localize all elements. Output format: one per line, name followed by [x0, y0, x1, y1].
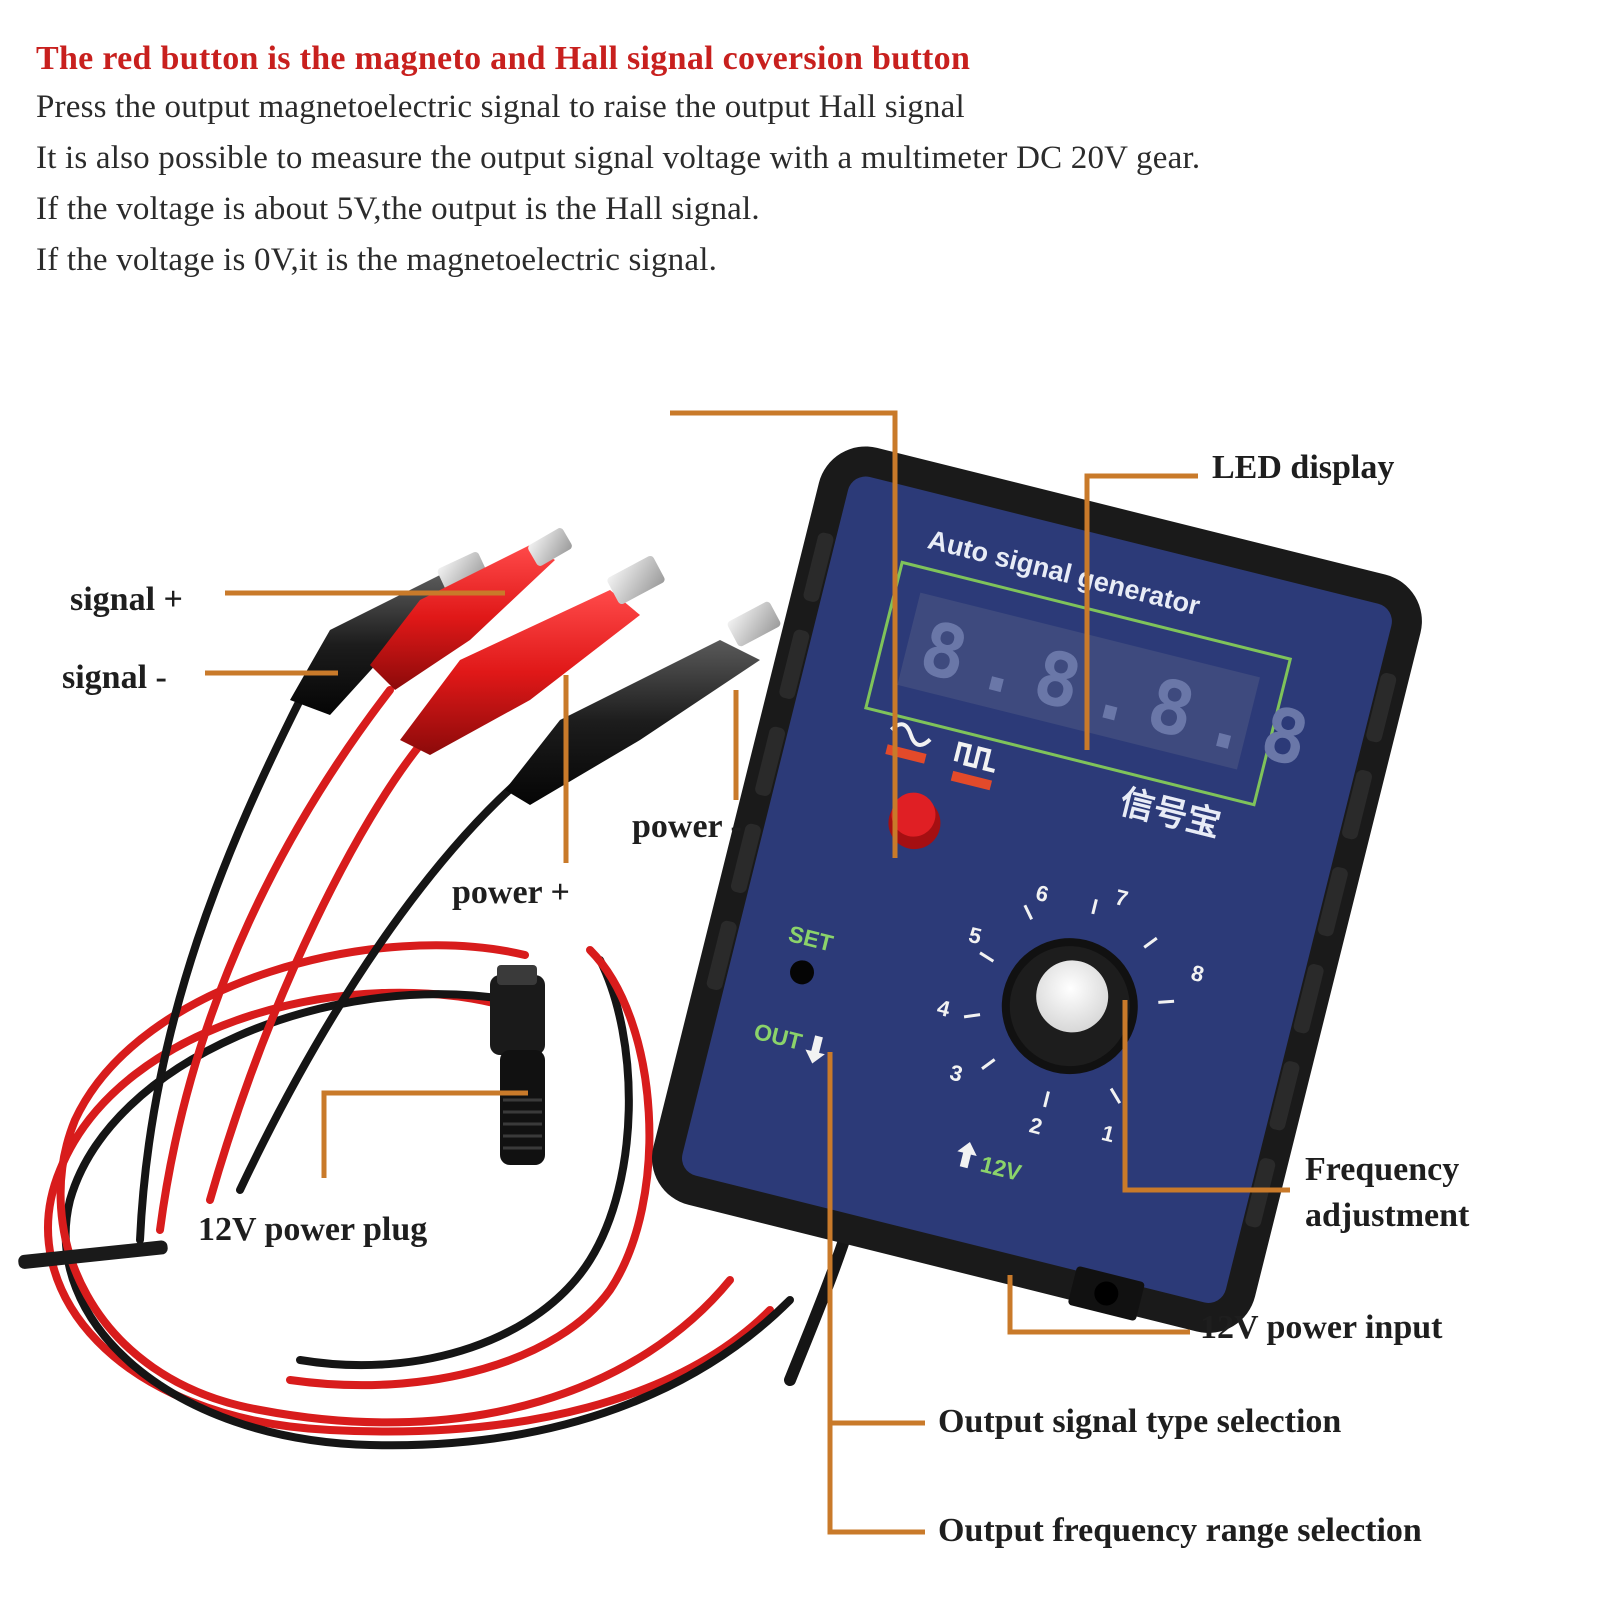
- label-signal-minus: signal -: [62, 659, 167, 696]
- led-display-screen: [897, 592, 1260, 770]
- label-power-input: 12V power input: [1200, 1309, 1443, 1346]
- label-frequency-line1: Frequency: [1305, 1151, 1459, 1188]
- intro-text: The red button is the magneto and Hall s…: [36, 36, 1536, 286]
- dial-number-8: 8: [1189, 960, 1207, 987]
- intro-line-1: Press the output magnetoelectric signal …: [36, 89, 965, 125]
- dial-number-3: 3: [947, 1060, 965, 1087]
- square-wave-icon: [950, 741, 995, 791]
- arrow-down-icon: [805, 1035, 825, 1064]
- dial-number-7: 7: [1113, 884, 1131, 911]
- dial-number-5: 5: [966, 922, 984, 949]
- cable-bundle: [18, 686, 866, 1450]
- headline: The red button is the magneto and Hall s…: [36, 40, 971, 77]
- label-signal-type: Output signal type selection: [938, 1403, 1341, 1440]
- set-button[interactable]: [787, 958, 816, 987]
- label-frequency-line2: adjustment: [1305, 1197, 1470, 1234]
- intro-line-3: If the voltage is about 5V,the output is…: [36, 191, 760, 227]
- label-power-plug: 12V power plug: [198, 1211, 427, 1248]
- dial-number-2: 2: [1027, 1112, 1045, 1139]
- dial-number-1: 1: [1099, 1120, 1117, 1147]
- signal-generator-device: Auto signal generator 8.8.8.8 信号宝 SET OU…: [652, 446, 1422, 1333]
- label-power-minus: power -: [632, 808, 742, 845]
- dial-ticks: [963, 899, 1175, 1108]
- label-frequency-range: Output frequency range selection: [938, 1512, 1422, 1549]
- lcd-frame: [864, 560, 1293, 807]
- intro-line-2: It is also possible to measure the outpu…: [36, 140, 1201, 176]
- label-power-plus: power +: [452, 874, 570, 911]
- leader-lines: [205, 410, 1290, 1535]
- frequency-dial[interactable]: [987, 924, 1152, 1089]
- red-mode-button[interactable]: [883, 788, 947, 855]
- intro-line-4: If the voltage is 0V,it is the magnetoel…: [36, 242, 718, 278]
- label-signal-plus: signal +: [70, 581, 183, 618]
- dial-number-6: 6: [1033, 880, 1051, 907]
- arrow-up-icon: [957, 1141, 977, 1169]
- clip-red-signal-plus: [370, 528, 572, 690]
- power-plug: [490, 965, 545, 1165]
- clip-red-power-plus: [400, 555, 665, 755]
- label-led-display: LED display: [1212, 449, 1394, 486]
- clip-black-power-minus: [505, 601, 781, 805]
